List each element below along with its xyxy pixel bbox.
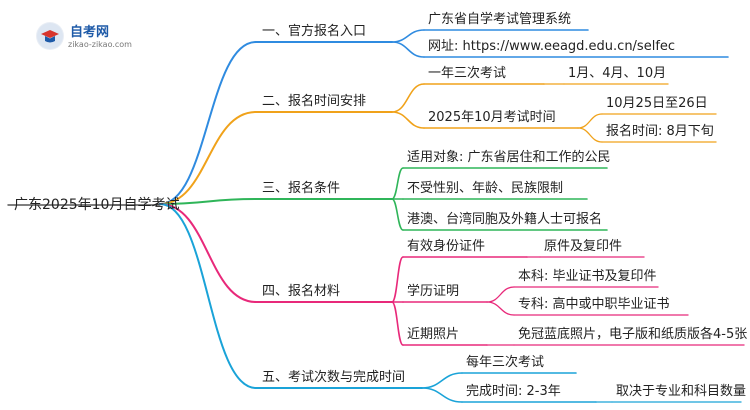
connector-line [391,301,404,346]
connector-line [421,372,463,389]
branch-topic: 五、考试次数与完成时间 [262,370,406,385]
connector-line [391,29,425,43]
connector-line [486,286,515,303]
connector-line [159,203,257,303]
graduation-cap-icon [36,22,64,50]
branch-topic: 一、官方报名入口 [262,24,367,39]
logo-subtitle: zikao-zikao.com [68,40,132,49]
connector-line [391,111,425,129]
subtopic: 适用对象: 广东省居住和工作的公民 [407,150,611,165]
detail-topic: 原件及复印件 [544,239,623,254]
branch-topic: 二、报名时间安排 [262,94,367,109]
detail-topic: 1月、4月、10月 [568,66,667,81]
connector-line [159,41,257,205]
connector-line [391,198,404,231]
subtopic: 广东省自学考试管理系统 [428,12,572,27]
connector-line [159,111,257,205]
subtopic: 每年三次考试 [466,355,545,370]
detail-topic: 专科: 高中或中职毕业证书 [518,297,670,312]
detail-topic: 本科: 毕业证书及复印件 [518,269,657,284]
connector-line [421,387,463,403]
connector-line [391,167,404,200]
connector-line [159,203,257,389]
detail-topic: 报名时间: 8月下旬 [606,124,714,139]
subtopic: 学历证明 [407,284,460,299]
subtopic: 港澳、台湾同胞及外籍人士可报名 [407,212,603,227]
detail-topic: 取决于专业和科目数量 [616,384,747,399]
connector-line [486,301,515,316]
subtopic: 不受性别、年龄、民族限制 [407,181,564,196]
subtopic: 一年三次考试 [428,66,507,81]
connector-line [159,198,257,205]
root-topic: 广东2025年10月自学考试 [14,197,180,213]
connector-line [577,127,603,143]
connector-line [391,83,425,113]
connector-line [391,41,425,58]
branch-topic: 三、报名条件 [262,181,341,196]
subtopic: 有效身份证件 [407,239,486,254]
subtopic: 完成时间: 2-3年 [466,384,561,399]
branch-topic: 四、报名材料 [262,284,341,299]
subtopic: 网址: https://www.eeagd.edu.cn/selfec [428,39,676,54]
connector-line [577,113,603,129]
subtopic: 近期照片 [407,327,460,342]
detail-topic: 10月25日至26日 [606,96,708,111]
detail-topic: 免冠蓝底照片，电子版和纸质版各4-5张 [518,327,748,342]
logo: 自考网 zikao-zikao.com [28,15,148,59]
subtopic: 2025年10月考试时间 [428,110,556,125]
logo-title: 自考网 [70,25,110,40]
connector-line [391,256,404,303]
